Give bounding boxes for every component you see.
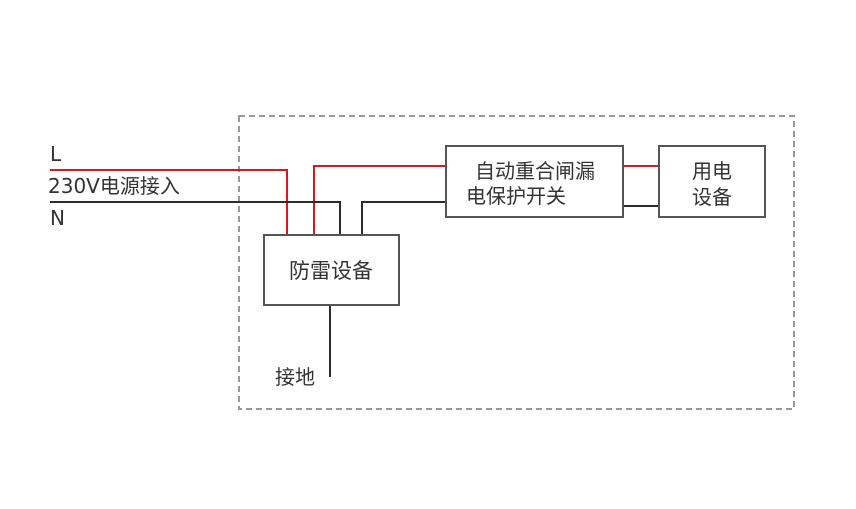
label-rcbo-line1: 自动重合闸漏 — [475, 159, 595, 183]
label-load-line2: 设备 — [692, 185, 732, 209]
label-supply: 230V电源接入 — [48, 174, 180, 198]
neutral-wire-to-surge — [50, 201, 341, 235]
neutral-wire-to-rcbo — [361, 201, 446, 235]
label-load-line1: 用电 — [692, 159, 732, 183]
label-ground: 接地 — [275, 365, 315, 389]
rcbo-box — [445, 145, 624, 218]
live-wire-to-rcbo — [313, 165, 446, 235]
label-line-n: N — [50, 206, 65, 230]
enclosure-dashed — [238, 115, 795, 410]
label-line-l: L — [50, 142, 62, 166]
live-wires — [50, 165, 659, 235]
surge-device-box — [263, 234, 400, 306]
load-box — [658, 145, 766, 218]
neutral-wires — [50, 201, 659, 377]
label-rcbo-line2: 电保护开关 — [466, 184, 566, 208]
live-wire-to-surge — [50, 169, 288, 235]
label-surge-device: 防雷设备 — [289, 259, 373, 283]
